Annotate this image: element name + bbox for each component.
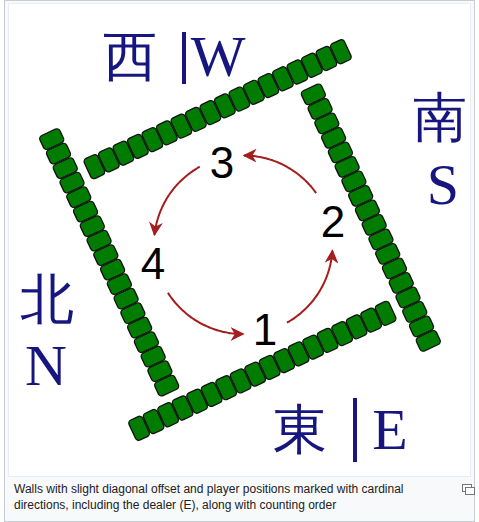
mahjong-tile — [128, 415, 151, 441]
separator-bar — [182, 32, 186, 84]
seat-marker: 4 — [138, 242, 168, 286]
counting-arrow — [168, 293, 243, 334]
seat-marker: 2 — [318, 200, 348, 244]
seat-marker: 3 — [207, 141, 237, 185]
direction-label: 西 — [103, 30, 157, 84]
counting-arrow — [154, 167, 199, 235]
mahjong-tile — [39, 128, 65, 151]
figure-caption: Walls with slight diagonal offset and pl… — [14, 481, 454, 513]
seat-number: 2 — [321, 200, 345, 244]
mahjong-tile — [415, 329, 441, 352]
seat-number: 3 — [210, 141, 234, 185]
seat-number: 1 — [253, 308, 277, 352]
enlarge-icon — [463, 485, 475, 495]
seat-marker: 1 — [250, 308, 280, 352]
direction-label: W — [191, 28, 246, 86]
separator-bar — [353, 398, 357, 462]
direction-label: S — [427, 156, 459, 214]
mahjong-tile — [329, 39, 352, 65]
seat-number: 4 — [141, 242, 165, 286]
direction-label: 北 — [20, 273, 74, 327]
counting-arrow — [244, 155, 316, 193]
tile-wall — [128, 300, 397, 441]
counting-arrow — [287, 251, 332, 323]
direction-label: E — [372, 401, 407, 459]
direction-label: 東 — [273, 403, 327, 457]
direction-label: 南 — [413, 91, 467, 145]
direction-label: N — [25, 337, 67, 395]
